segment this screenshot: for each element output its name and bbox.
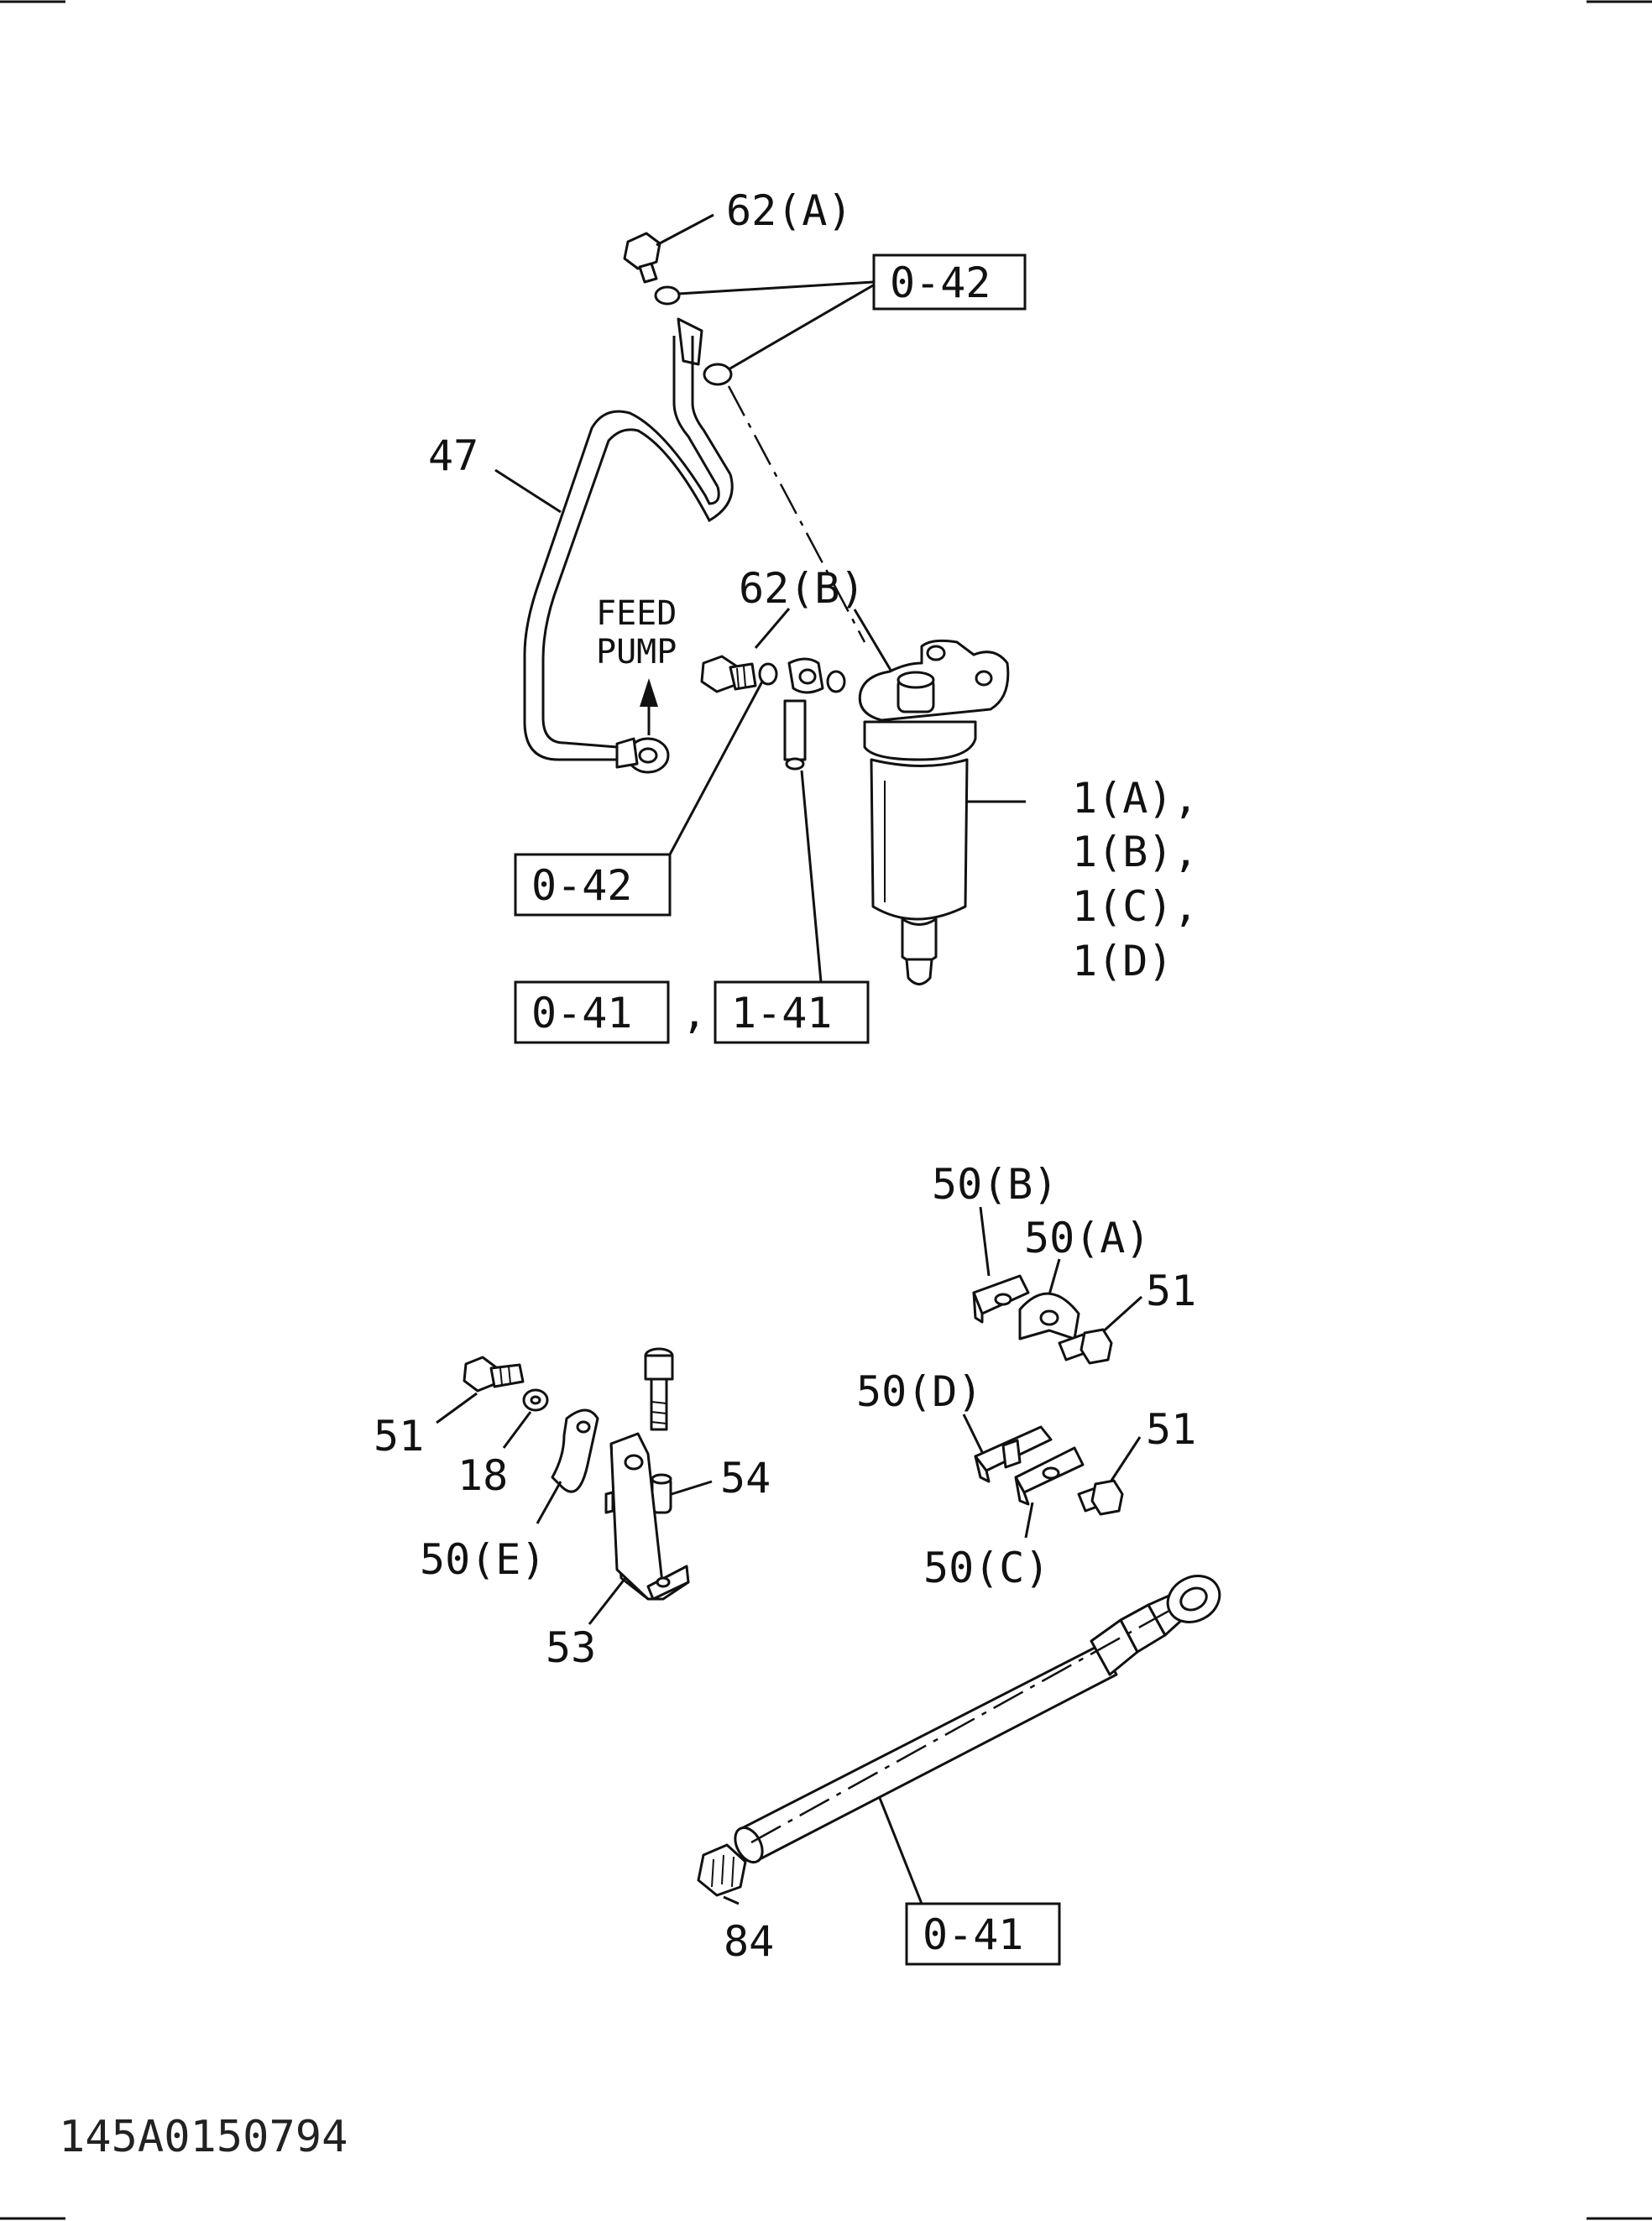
ref-box-042-mid <box>514 853 672 917</box>
label-1d: 1(D) <box>1072 937 1173 985</box>
label-feed: FEED <box>596 594 677 633</box>
label-18: 18 <box>457 1451 508 1500</box>
washer-top-1 <box>654 285 681 306</box>
bracket-53 <box>604 1432 690 1601</box>
label-50c: 50(C) <box>923 1544 1050 1592</box>
ref-042-top: 0-42 <box>890 259 991 307</box>
label-1c: 1(C), <box>1072 882 1199 931</box>
clip-50a <box>1018 1292 1080 1340</box>
bolt-51-left <box>463 1356 525 1393</box>
label-54: 54 <box>720 1454 771 1502</box>
label-51-lower: 51 <box>1146 1405 1196 1454</box>
label-50d: 50(D) <box>856 1367 983 1416</box>
label-50b: 50(B) <box>932 1160 1059 1209</box>
clip-50c <box>1014 1446 1085 1506</box>
washer-top-2 <box>703 363 733 386</box>
clip-50e <box>551 1408 599 1493</box>
document-id: 145A0150794 <box>59 2112 348 2162</box>
clip-50d <box>974 1425 1053 1483</box>
label-50e: 50(E) <box>420 1535 546 1584</box>
fuel-filter <box>858 639 1010 985</box>
ref-041-bottom: 0-41 <box>923 1910 1023 1959</box>
ref-box-041-bottom <box>905 1902 1061 1966</box>
cap-nut-84 <box>697 1843 747 1897</box>
label-1a: 1(A), <box>1072 774 1199 823</box>
ref-041-left: 0-41 <box>531 989 632 1037</box>
label-84: 84 <box>724 1917 774 1966</box>
label-53: 53 <box>546 1623 596 1672</box>
washer-62b-2 <box>826 670 846 693</box>
ref-box-042-top <box>872 253 1027 311</box>
fuel-pipe-47 <box>523 317 734 774</box>
label-47: 47 <box>428 431 478 480</box>
ref-141: 1-41 <box>731 989 832 1037</box>
arrow-up-icon <box>640 678 658 735</box>
bolt-54 <box>644 1347 674 1431</box>
label-51-upper: 51 <box>1146 1267 1196 1315</box>
comma-sep: , <box>682 989 707 1037</box>
collar-54 <box>651 1473 672 1514</box>
label-1b: 1(B), <box>1072 828 1199 876</box>
label-62a: 62(A) <box>726 186 853 235</box>
ref-042-mid: 0-42 <box>531 861 632 910</box>
label-50a: 50(A) <box>1024 1214 1151 1262</box>
label-pump: PUMP <box>596 633 677 672</box>
clip-50b <box>972 1274 1030 1324</box>
label-62b: 62(B) <box>739 564 865 613</box>
banjo-fitting <box>783 657 824 771</box>
ref-box-041-left <box>514 980 670 1044</box>
bolt-51-upper <box>1058 1328 1113 1365</box>
ref-box-141 <box>714 980 870 1044</box>
fuel-hose <box>734 1575 1221 1864</box>
washer-62b-1 <box>758 662 778 686</box>
eye-bolt-62a <box>623 213 714 284</box>
label-51-left: 51 <box>374 1412 424 1461</box>
centerline-hose <box>750 1606 1176 1844</box>
bolt-51-lower <box>1077 1479 1124 1516</box>
bolt-62b <box>700 655 757 693</box>
centerline-top <box>727 385 866 643</box>
